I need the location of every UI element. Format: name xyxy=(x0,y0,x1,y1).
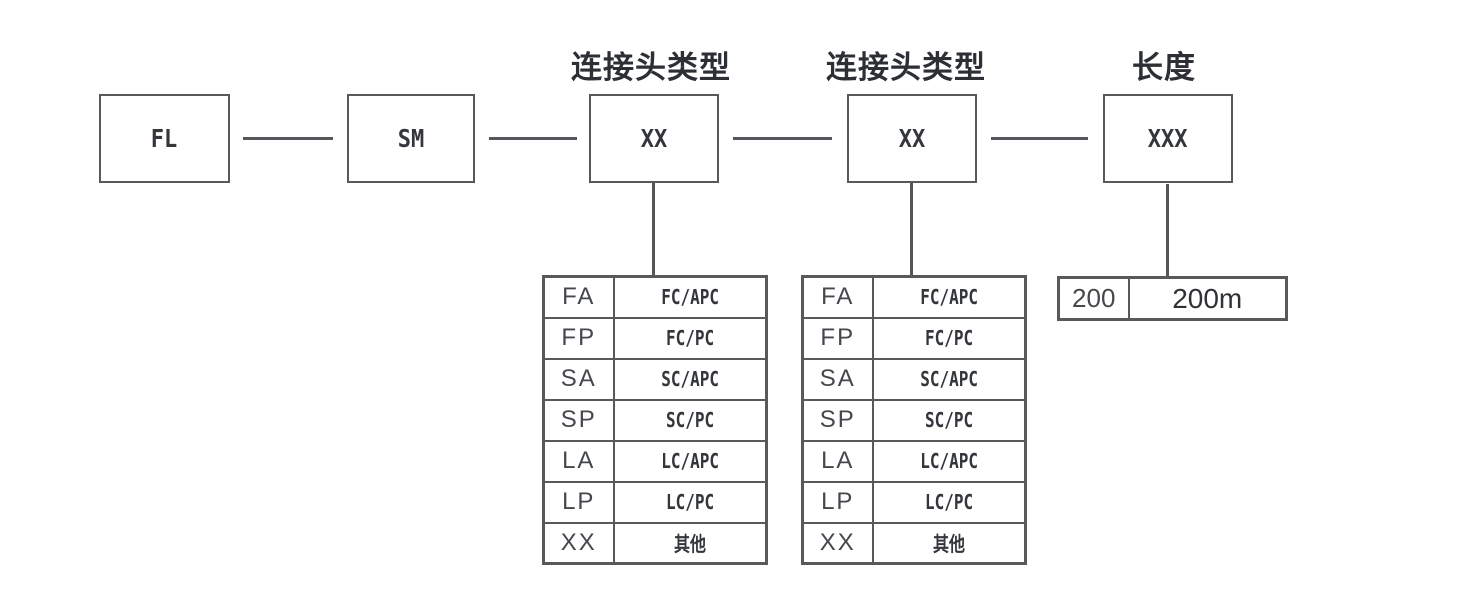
code-box-length-text: XXX xyxy=(1148,124,1188,153)
code-cell: SP xyxy=(542,398,615,442)
table-row: FA FC/APC xyxy=(542,275,768,319)
value-text: LC/APC xyxy=(660,449,719,473)
connector-line-fl-sm xyxy=(243,137,333,140)
value-text: 其他 xyxy=(932,532,965,557)
value-cell: SC/PC xyxy=(871,398,1027,442)
connector-line-xx2-xxx xyxy=(991,137,1088,140)
code-cell: FA xyxy=(542,275,615,319)
code-cell: LA xyxy=(542,439,615,483)
value-cell: 200m xyxy=(1127,276,1288,321)
table-row: SA SC/APC xyxy=(542,357,768,401)
value-text: 其他 xyxy=(673,532,706,557)
value-cell: LC/PC xyxy=(871,480,1027,524)
table-row: FP FC/PC xyxy=(542,316,768,360)
value-text: FC/PC xyxy=(665,326,714,350)
table-row: LP LC/PC xyxy=(801,480,1027,524)
code-box-sm: SM xyxy=(347,94,475,183)
code-cell: LA xyxy=(801,439,874,483)
code-cell: FP xyxy=(542,316,615,360)
value-text: LC/APC xyxy=(919,449,978,473)
code-cell: SP xyxy=(801,398,874,442)
table-row: LA LC/APC xyxy=(542,439,768,483)
table-row: SP SC/PC xyxy=(801,398,1027,442)
table-row: XX 其他 xyxy=(801,521,1027,565)
table-row: FP FC/PC xyxy=(801,316,1027,360)
connector-type-label-1: 连接头类型 xyxy=(571,50,731,85)
code-cell: XX xyxy=(801,521,874,565)
table-row: SP SC/PC xyxy=(542,398,768,442)
code-cell: XX xyxy=(542,521,615,565)
value-text: SC/PC xyxy=(924,408,973,432)
code-box-connector-2: XX xyxy=(847,94,977,183)
table-row: FA FC/APC xyxy=(801,275,1027,319)
code-cell: FP xyxy=(801,316,874,360)
connector-line-sm-xx1 xyxy=(489,137,577,140)
value-text: SC/APC xyxy=(919,367,978,391)
code-cell: SA xyxy=(801,357,874,401)
table-row: XX 其他 xyxy=(542,521,768,565)
value-cell: FC/PC xyxy=(871,316,1027,360)
value-text: FC/PC xyxy=(924,326,973,350)
drop-line-connector-2 xyxy=(910,183,913,276)
value-cell: FC/PC xyxy=(612,316,768,360)
value-text: FC/APC xyxy=(919,285,978,310)
value-cell: 其他 xyxy=(871,521,1027,565)
connector-line-xx1-xx2 xyxy=(733,137,832,140)
value-cell: LC/APC xyxy=(612,439,768,483)
code-cell: LP xyxy=(801,480,874,524)
value-cell: SC/APC xyxy=(871,357,1027,401)
code-box-fl-text: FL xyxy=(151,124,178,153)
value-text: SC/APC xyxy=(660,367,719,391)
code-cell: LP xyxy=(542,480,615,524)
value-cell: SC/PC xyxy=(612,398,768,442)
value-text: LC/PC xyxy=(924,490,973,514)
code-box-fl: FL xyxy=(99,94,230,183)
code-box-connector-2-text: XX xyxy=(898,124,926,153)
connector-type-table-1: FA FC/APC FP FC/PC SA SC/APC SP SC/PC LA… xyxy=(542,275,768,565)
connector-type-label-2: 连接头类型 xyxy=(826,50,986,85)
value-cell: FC/APC xyxy=(871,275,1027,319)
value-cell: FC/APC xyxy=(612,275,768,319)
code-cell: 200 xyxy=(1057,276,1130,321)
value-text: LC/PC xyxy=(665,490,714,514)
value-cell: 其他 xyxy=(612,521,768,565)
table-row: LP LC/PC xyxy=(542,480,768,524)
drop-line-connector-1 xyxy=(652,183,655,276)
value-cell: SC/APC xyxy=(612,357,768,401)
table-row: 200 200m xyxy=(1057,276,1288,321)
table-row: SA SC/APC xyxy=(801,357,1027,401)
code-box-length: XXX xyxy=(1103,94,1233,183)
value-text: SC/PC xyxy=(665,408,714,432)
code-cell: SA xyxy=(542,357,615,401)
value-cell: LC/PC xyxy=(612,480,768,524)
code-box-connector-1: XX xyxy=(589,94,719,183)
length-table: 200 200m xyxy=(1057,276,1288,321)
drop-line-length xyxy=(1166,184,1169,277)
code-box-sm-text: SM xyxy=(397,124,425,153)
table-row: LA LC/APC xyxy=(801,439,1027,483)
code-cell: FA xyxy=(801,275,874,319)
value-text: FC/APC xyxy=(660,285,719,310)
connector-type-table-2: FA FC/APC FP FC/PC SA SC/APC SP SC/PC LA… xyxy=(801,275,1027,565)
code-box-connector-1-text: XX xyxy=(640,124,668,153)
length-label: 长度 xyxy=(1132,50,1196,85)
value-text: 200m xyxy=(1172,282,1243,314)
value-cell: LC/APC xyxy=(871,439,1027,483)
